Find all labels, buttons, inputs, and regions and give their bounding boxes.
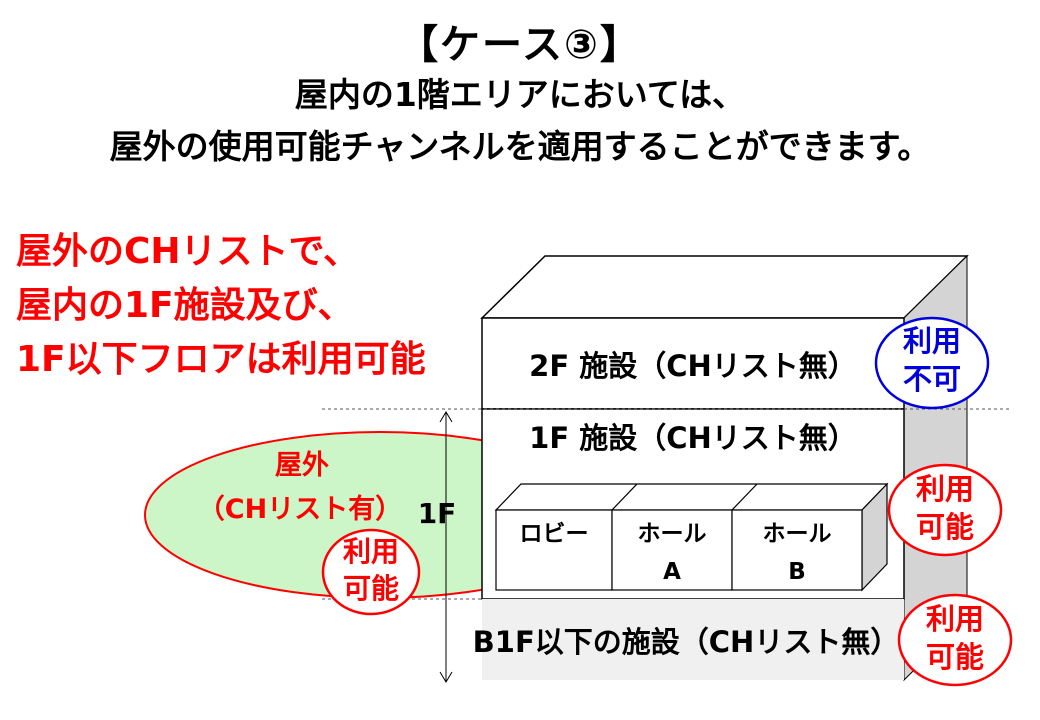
badge-2f-circle <box>874 316 990 410</box>
floor-b1f <box>482 599 904 680</box>
title-case: 【ケース③】 <box>398 22 642 68</box>
floor-1f-marker: 1F <box>418 497 457 530</box>
floor-2f <box>481 317 905 410</box>
badge-b1f-line2: 可能 <box>926 640 984 674</box>
room-hall-b-letter: B <box>788 559 806 585</box>
badge-2f-line1: 利用 <box>903 324 961 358</box>
floor-2f-label: 2F 施設（CHリスト無） <box>529 349 857 383</box>
badge-1f-line1: 利用 <box>916 472 974 506</box>
badge-1f-line2: 可能 <box>916 510 974 544</box>
room-hall-a-letter: A <box>663 559 681 585</box>
room-hall-b <box>731 509 863 591</box>
room-divider-top-2 <box>731 483 758 511</box>
badge-b1f-circle <box>897 593 1013 687</box>
badge-b1f-line1: 利用 <box>926 602 984 636</box>
badge-outdoor-circle <box>321 528 421 616</box>
badge-outdoor-line1: 利用 <box>343 535 399 568</box>
badge-outdoor-line2: 可能 <box>343 572 399 605</box>
note-line-1: 屋外のCHリストで、 <box>16 231 360 272</box>
arrow-head-up <box>439 411 453 423</box>
room-hall-a-label: ホール <box>638 521 707 547</box>
room-hall-b-label: ホール <box>763 521 832 547</box>
note-line-3: 1F以下フロアは利用可能 <box>16 339 426 380</box>
badge-1f-circle <box>887 463 1003 557</box>
floor-b1f-label: B1F以下の施設（CHリスト無） <box>473 625 900 659</box>
outdoor-label: 屋外 <box>275 450 329 481</box>
room-lobby <box>495 509 613 591</box>
arrow-head-down <box>439 671 453 683</box>
room-lobby-label: ロビー <box>520 521 589 547</box>
title-line-2: 屋内の1階エリアにおいては、 <box>294 75 746 114</box>
building-top-face <box>480 255 969 319</box>
room-divider-top-1 <box>611 483 638 511</box>
outdoor-ch-list-label: （CHリスト有） <box>198 494 402 525</box>
badge-2f-line2: 不可 <box>903 362 961 396</box>
room-hall-a <box>611 509 733 591</box>
rooms-top-face <box>494 483 889 511</box>
title-line-3: 屋外の使用可能チャンネルを適用することができます。 <box>109 127 931 166</box>
floor-1f-label: 1F 施設（CHリスト無） <box>529 421 857 455</box>
note-line-2: 屋内の1F施設及び、 <box>16 285 354 326</box>
